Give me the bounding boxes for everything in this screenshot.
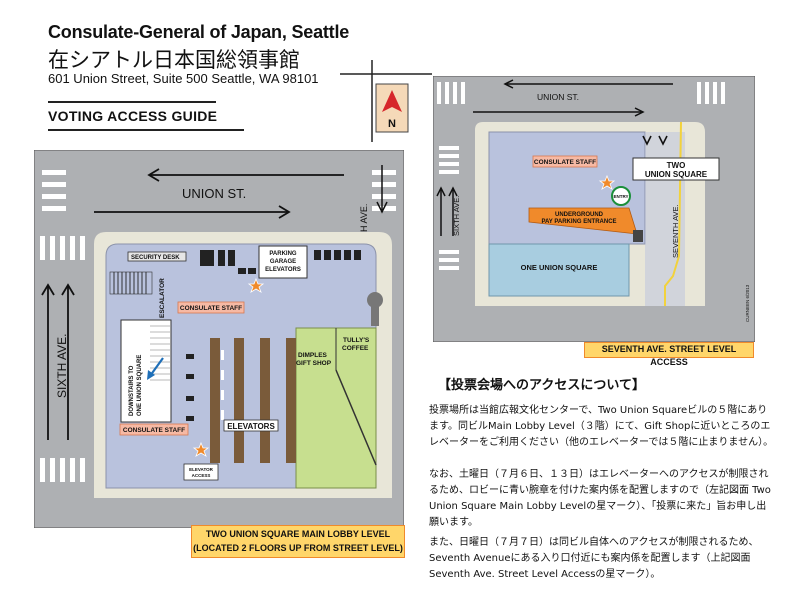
pillar [371,302,379,326]
pillar-top [367,292,383,308]
street-crosswalks [437,82,725,270]
street-sixth-arrows [436,186,458,236]
lobby-map-caption: TWO UNION SQUARE MAIN LOBBY LEVEL (LOCAT… [191,525,405,558]
street-union-label: UNION ST. [537,92,579,102]
elevators-label: ELEVATORS [227,422,275,431]
lobby-caption-line-2: (LOCATED 2 FLOORS UP FROM STREET LEVEL) [193,543,403,553]
info-paragraph-3: また、日曜日（７月７日）は同ビル自体へのアクセスが制限されるため、Seventh… [429,537,759,580]
parking-label-1: PARKING [269,251,297,257]
entry-label: ENTRY [613,194,628,199]
street-staff-tag [532,155,598,168]
entry-marker [611,186,631,206]
street-level-map: UNION ST. SIXTH AVE. ONE UNION SQUARE SE… [433,76,755,342]
page-title: Consulate-General of Japan, Seattle [48,22,350,42]
union-st-arrows [94,168,344,219]
two-union-tag [632,157,720,181]
dimples-label-2: GIFT SHOP [296,360,332,367]
parking-label-2: GARAGE [270,259,296,265]
compass-label: N [388,118,396,130]
street-sixth-label: SIXTH AVE. [452,196,461,236]
sixth-ave-arrows [41,283,75,440]
info-paragraph-1: 投票場所は当館広報文化センターで、Two Union Squareビルの５階にあ… [429,405,774,448]
street-union-arrows [473,79,673,117]
security-desk-label: SECURITY DESK [131,255,180,261]
elevator-access [183,463,219,481]
parking-entrance-label-1: UNDERGROUND [555,212,604,218]
tullys-label-1: TULLY'S [343,337,370,344]
stair-lines [150,325,170,381]
elevator-door-marks [221,350,224,420]
lobby-caption-line-1: TWO UNION SQUARE MAIN LOBBY LEVEL [205,529,391,539]
crosswalk-left [40,236,85,482]
parking-entrance-door [633,230,643,242]
street-lane-line [664,121,682,306]
consulate-staff-tag-1 [177,301,245,314]
consulate-address: 601 Union Street, Suite 500 Seattle, WA … [48,71,319,86]
street-seventh-label: SEVENTH AVE. [671,204,680,258]
street-staff-label: CONSULATE STAFF [534,159,596,166]
parking-garage-elevators [258,245,308,279]
north-compass: N [340,60,432,142]
guide-title: VOTING ACCESS GUIDE [48,108,218,124]
street-seventh-arrows [642,135,668,146]
info-heading: 【投票会場へのアクセスについて】 [438,378,645,393]
sixth-ave-label: SIXTH AVE. [55,334,69,398]
staff-star-icon-1 [247,277,265,293]
downstairs-arrow-icon [147,357,164,380]
elevator-access-label-1: ELEVATOR [189,467,214,472]
consulate-staff-tag-2 [119,423,189,436]
downstairs-label-1: DOWNSTAIRS TO [129,365,135,416]
escalator [109,271,153,295]
union-st-label: UNION ST. [182,186,246,201]
header-rule-top [48,101,216,103]
info-paragraph-2: なお、土曜日（７月６日、１３日）はエレベーターへのアクセスが制限されるため、ロビ… [429,469,771,528]
two-union-label-2: UNION SQUARE [645,170,708,179]
consulate-staff-label-2: CONSULATE STAFF [123,427,185,434]
lobby-level-map: UNION ST. SEVENTH AVE. SIXTH AVE. DIMPLE… [34,150,404,528]
staff-star-icon-2 [192,441,210,457]
lobby-seating [200,250,361,274]
elevator-banks [210,338,296,463]
street-staff-star-icon [598,174,616,190]
north-arrow-icon [382,90,402,112]
elevator-access-label-2: ACCESS [192,473,211,478]
map-credit: CURNEEN 6/2013 [745,284,750,322]
two-union-label-1: TWO [667,161,686,170]
header-rule-bottom [48,129,244,131]
downstairs-area [120,319,172,423]
escalator-label: ESCALATOR [159,278,166,318]
lobby-benches [186,354,194,421]
page-title-japanese: 在シアトル日本国総領事館 [48,48,300,72]
tullys-label-2: COFFEE [342,345,369,352]
security-desk [127,251,187,262]
consulate-staff-label-1: CONSULATE STAFF [180,305,242,312]
downstairs-label-2: ONE UNION SQUARE [137,355,143,416]
parking-entrance-label-2: PAY PARKING ENTRANCE [541,219,616,225]
seventh-ave-arrows [376,165,388,214]
one-union-square-building [488,243,630,297]
dimples-label-1: DIMPLES [298,352,328,359]
parking-label-3: ELEVATORS [265,267,301,273]
one-union-label: ONE UNION SQUARE [521,263,598,272]
street-map-caption: SEVENTH AVE. STREET LEVEL ACCESS [584,342,754,367]
